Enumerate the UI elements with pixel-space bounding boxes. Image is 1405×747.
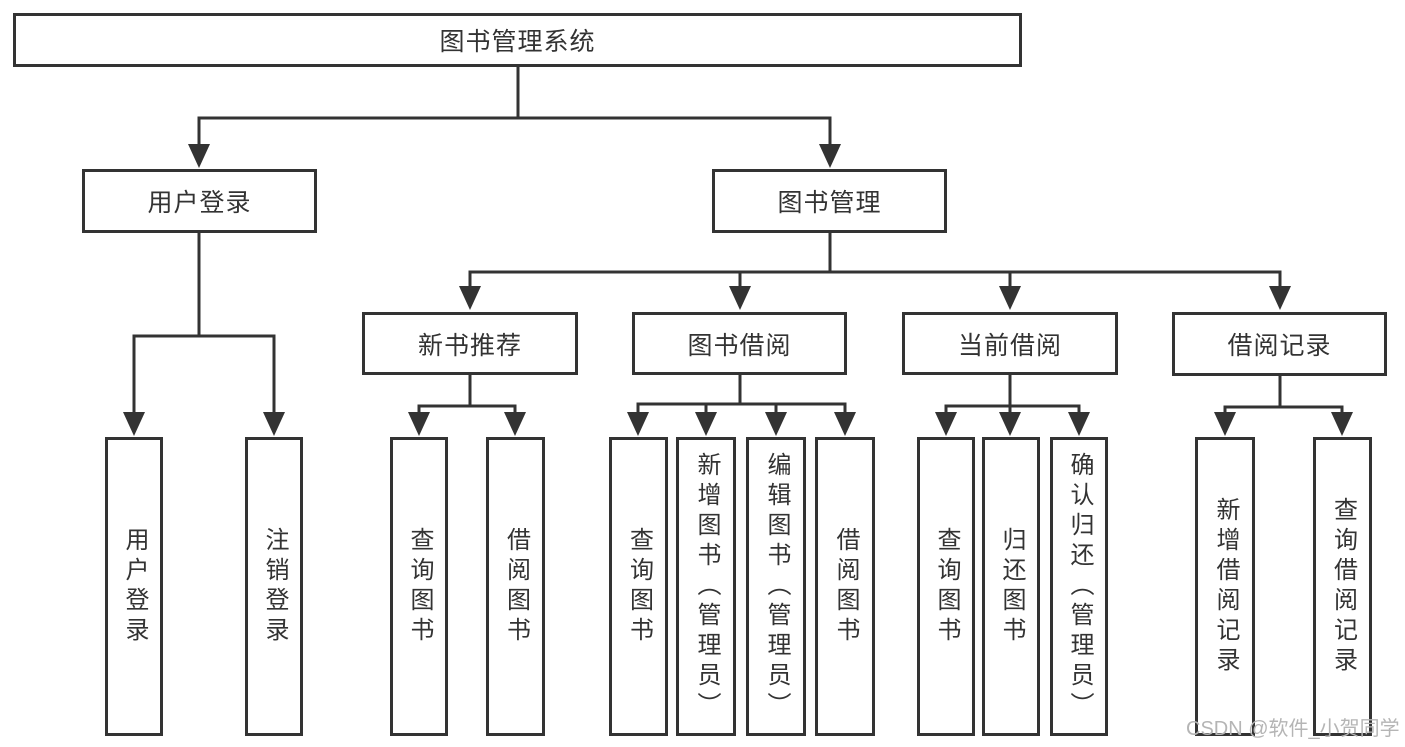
leaf-add-borrow-record: 新增借阅记录 [1195, 437, 1255, 736]
leaf-edit-books-admin: 编辑图书（管理员） [746, 437, 806, 736]
node-borrow-records: 借阅记录 [1172, 312, 1387, 376]
leaf-query-books-borrow: 查询图书 [609, 437, 668, 736]
leaf-query-borrow-record: 查询借阅记录 [1313, 437, 1372, 736]
node-library-system: 图书管理系统 [13, 13, 1022, 67]
leaf-confirm-return-admin: 确认归还（管理员） [1050, 437, 1108, 736]
leaf-borrow-books: 借阅图书 [815, 437, 875, 736]
leaf-return-books: 归还图书 [982, 437, 1040, 736]
leaf-logout-login: 注销登录 [245, 437, 303, 736]
leaf-add-books-admin: 新增图书（管理员） [676, 437, 736, 736]
node-book-management: 图书管理 [712, 169, 947, 233]
node-book-borrow: 图书借阅 [632, 312, 847, 375]
node-user-login: 用户登录 [82, 169, 317, 233]
leaf-query-books-current: 查询图书 [917, 437, 975, 736]
csdn-watermark: CSDN @软件_小贺同学 [1186, 718, 1400, 740]
leaf-user-login: 用户登录 [105, 437, 163, 736]
leaf-borrow-books-recommend: 借阅图书 [486, 437, 545, 736]
node-current-borrow: 当前借阅 [902, 312, 1118, 375]
leaf-query-books-recommend: 查询图书 [390, 437, 448, 736]
node-new-book-recommend: 新书推荐 [362, 312, 578, 375]
